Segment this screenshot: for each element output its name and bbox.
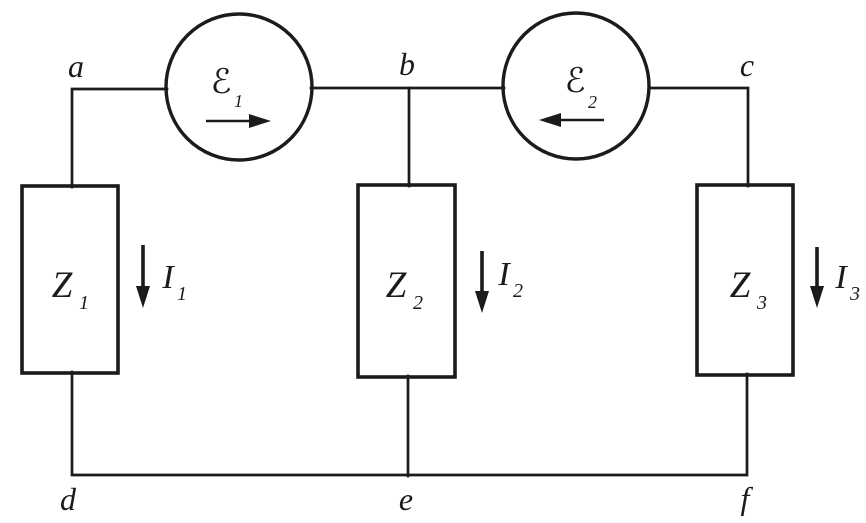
i1-subscript: 1	[177, 283, 187, 305]
current-i2-arrow-down-icon	[475, 251, 489, 313]
z3-subscript: 3	[756, 292, 767, 314]
emf-source-1: ℰ 1	[164, 12, 314, 162]
emf-2-arrow-left-icon	[539, 113, 604, 127]
node-label-f: f	[741, 480, 754, 516]
z2-box	[356, 183, 457, 379]
z1-box	[20, 184, 120, 375]
emf-1-arrow-right-icon	[206, 114, 271, 128]
emf-1-symbol: ℰ	[211, 62, 232, 102]
wires	[70, 86, 750, 478]
node-label-e: e	[399, 481, 413, 517]
emf-2-circle	[501, 11, 651, 161]
emf-1-subscript: 1	[234, 91, 243, 111]
i3-symbol: I	[834, 259, 848, 296]
z3-symbol: Z	[730, 265, 751, 306]
emf-2-symbol: ℰ	[565, 61, 586, 101]
current-i3-arrow-down-icon	[810, 247, 824, 308]
emf-source-2: ℰ 2	[501, 11, 651, 161]
emf-1-circle	[164, 12, 314, 162]
current-i1: I 1	[136, 245, 187, 308]
wire-bottom-bus	[70, 370, 749, 477]
i2-symbol: I	[497, 256, 511, 293]
current-i3: I 3	[810, 247, 860, 308]
impedance-z1: Z 1	[20, 184, 120, 375]
node-labels: a b c d e f	[60, 46, 754, 517]
impedance-z3: Z 3	[695, 183, 795, 377]
z2-symbol: Z	[386, 265, 407, 306]
wire-a-to-emf1	[70, 87, 169, 189]
i1-symbol: I	[161, 259, 175, 296]
i3-subscript: 3	[849, 283, 860, 305]
node-label-d: d	[60, 481, 77, 517]
current-i2: I 2	[475, 251, 523, 313]
wire-emf2-to-c	[647, 86, 750, 188]
emf-2-subscript: 2	[588, 92, 597, 112]
z1-symbol: Z	[52, 265, 73, 306]
z2-subscript: 2	[413, 292, 423, 314]
current-i1-arrow-down-icon	[136, 245, 150, 308]
z3-box	[695, 183, 795, 377]
node-label-a: a	[68, 48, 84, 84]
z1-subscript: 1	[79, 292, 89, 314]
impedance-z2: Z 2	[356, 183, 457, 379]
node-label-c: c	[740, 47, 754, 83]
i2-subscript: 2	[513, 280, 523, 302]
node-label-b: b	[399, 46, 415, 82]
